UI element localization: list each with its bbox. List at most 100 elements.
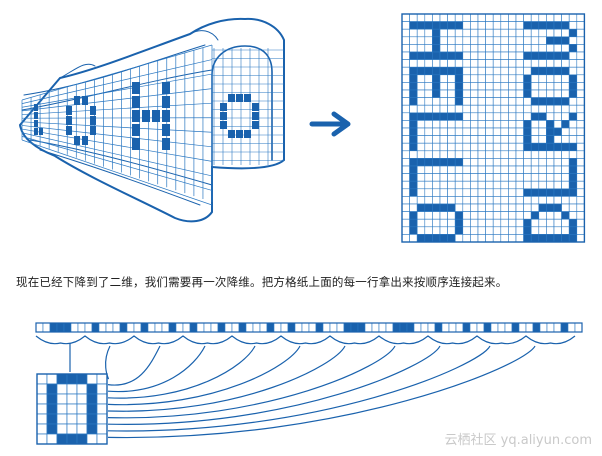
tunnel-grid-line	[21, 59, 213, 104]
connection-line	[107, 345, 301, 406]
grid-cell	[508, 234, 517, 243]
grid-cell	[401, 188, 410, 197]
filled-cell	[553, 21, 562, 30]
grid-cell	[561, 165, 570, 174]
small-grid-cell	[56, 423, 68, 435]
small-filled-cell	[66, 433, 78, 445]
strip-cell	[518, 322, 527, 333]
filled-cell	[424, 203, 433, 212]
grid-cell	[500, 51, 509, 60]
grid-cell	[432, 180, 441, 190]
grid-cell	[401, 13, 410, 22]
grid-cell	[568, 127, 578, 136]
grid-cell	[401, 180, 410, 190]
filled-cell	[424, 66, 433, 76]
filled-cell	[523, 226, 532, 235]
small-grid-cell	[66, 383, 78, 395]
tunnel-letter-cell	[34, 104, 38, 111]
strip-cell	[448, 322, 457, 333]
grid-cell	[432, 127, 441, 136]
filled-cell	[454, 158, 464, 167]
tunnel-grid-line	[21, 88, 213, 112]
grid-cell	[401, 66, 410, 76]
grid-cell	[553, 173, 562, 182]
filled-cell	[409, 180, 418, 190]
small-grid-cell	[36, 373, 48, 385]
grid-cell	[500, 226, 509, 235]
grid-cell	[447, 180, 456, 190]
grid-cell	[462, 82, 471, 91]
grid-cell	[576, 66, 585, 76]
filled-cell	[424, 51, 433, 60]
strip-filled-cell	[462, 322, 471, 333]
grid-cell	[462, 234, 471, 243]
grid-cell	[538, 13, 547, 22]
grid-cell	[477, 135, 486, 144]
grid-cell	[454, 180, 464, 190]
grid-cell	[515, 203, 524, 212]
grid-cell	[561, 135, 570, 144]
grid-cell	[515, 28, 524, 38]
grid-cell	[538, 36, 547, 45]
grid-cell	[462, 104, 471, 114]
filled-cell	[432, 44, 441, 53]
grid-cell	[546, 211, 555, 220]
grid-cell	[477, 120, 486, 129]
grid-cell	[523, 66, 532, 76]
grid-cell	[477, 82, 486, 91]
filled-cell	[447, 66, 456, 76]
tunnel-letter-cell	[228, 130, 235, 138]
tunnel-letter-cell	[236, 94, 243, 102]
grid-cell	[416, 13, 426, 22]
grid-cell	[416, 59, 426, 68]
grid-cell	[538, 59, 547, 68]
filled-cell	[568, 74, 578, 83]
grid-cell	[523, 97, 532, 106]
grid-cell	[515, 51, 524, 60]
grid-cell	[561, 150, 570, 159]
grid-cell	[416, 44, 426, 53]
grid-cell	[553, 196, 562, 205]
grid-cell	[416, 82, 426, 91]
grid-cell	[409, 13, 418, 22]
filled-cell	[530, 211, 540, 220]
grid-cell	[561, 226, 570, 235]
grid-cell	[553, 165, 562, 174]
grid-cell	[523, 28, 532, 38]
strip-cell	[385, 322, 394, 333]
tunnel-letter-cell	[162, 124, 170, 136]
grid-cell	[538, 120, 547, 129]
grid-cell	[447, 226, 456, 235]
filled-cell	[523, 142, 532, 152]
tunnel-grid-line	[21, 125, 213, 148]
grid-cell	[508, 36, 517, 45]
grid-cell	[492, 158, 502, 167]
filled-cell	[546, 234, 555, 243]
strip-cell	[224, 322, 233, 333]
grid-cell	[492, 74, 502, 83]
filled-cell	[416, 234, 426, 243]
grid-cell	[416, 226, 426, 235]
grid-cell	[485, 135, 494, 144]
grid-cell	[530, 36, 540, 45]
small-grid-cell	[86, 433, 98, 445]
grid-cell	[454, 142, 464, 152]
grid-cell	[439, 142, 448, 152]
grid-cell	[401, 104, 410, 114]
grid-cell	[409, 28, 418, 38]
grid-cell	[500, 82, 509, 91]
grid-cell	[439, 180, 448, 190]
grid-cell	[553, 13, 562, 22]
grid-cell	[553, 218, 562, 228]
grid-cell	[568, 104, 578, 114]
grid-cell	[401, 211, 410, 220]
small-grid-cell	[36, 403, 48, 415]
grid-cell	[508, 74, 517, 83]
grid-cell	[409, 196, 418, 205]
strip-cell	[175, 322, 184, 333]
grid-cell	[477, 203, 486, 212]
grid-cell	[462, 120, 471, 129]
tunnel-letter-cell	[90, 116, 96, 125]
grid-cell	[424, 211, 433, 220]
